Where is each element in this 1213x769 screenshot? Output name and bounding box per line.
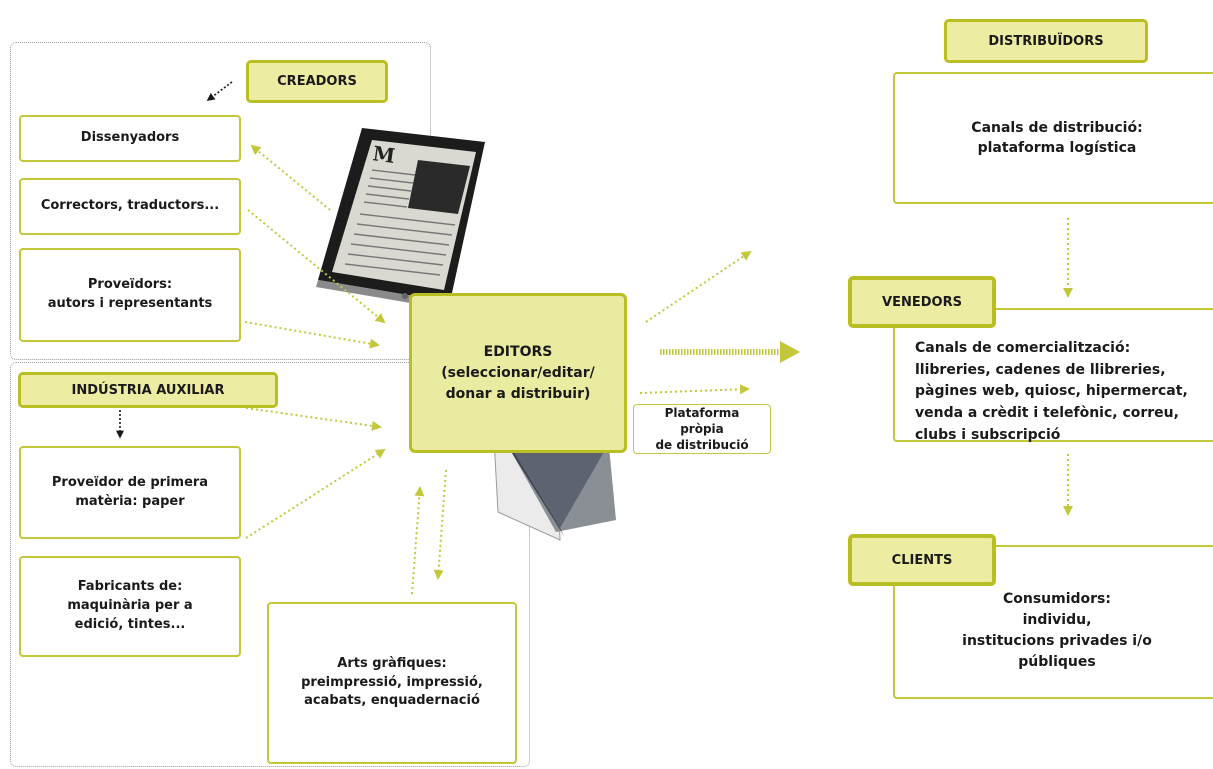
box-canals-comercialitzacio: Canals de comercialització: llibreries, … — [893, 308, 1213, 443]
box-proveidors: Proveïdors: autors i representants — [19, 248, 241, 342]
tablet-icon — [316, 128, 485, 309]
label-clients: CLIENTS — [848, 534, 996, 586]
label-venedors: VENEDORS — [848, 276, 996, 328]
box-plataforma-propia: Plataforma pròpia de distribució — [633, 404, 771, 454]
label-industria-auxiliar: INDÚSTRIA AUXILIAR — [18, 372, 278, 408]
label-distribuidors: DISTRIBUÏDORS — [944, 19, 1148, 63]
box-arts-grafiques: Arts gràfiques: preimpressió, impressió,… — [267, 602, 517, 764]
box-fabricants: Fabricants de: maquinària per a edició, … — [19, 556, 241, 657]
tablet-letter: M — [371, 141, 396, 168]
box-correctors: Correctors, traductors... — [19, 178, 241, 235]
box-proveidor-paper: Proveïdor de primera matèria: paper — [19, 446, 241, 539]
box-dissenyadors: Dissenyadors — [19, 115, 241, 162]
box-editors: EDITORS (seleccionar/editar/ donar a dis… — [409, 293, 627, 453]
box-canals-distribucio: Canals de distribució: plataforma logíst… — [893, 72, 1213, 204]
auxiliary-industry-region — [10, 362, 530, 767]
label-creadors: CREADORS — [246, 60, 388, 103]
